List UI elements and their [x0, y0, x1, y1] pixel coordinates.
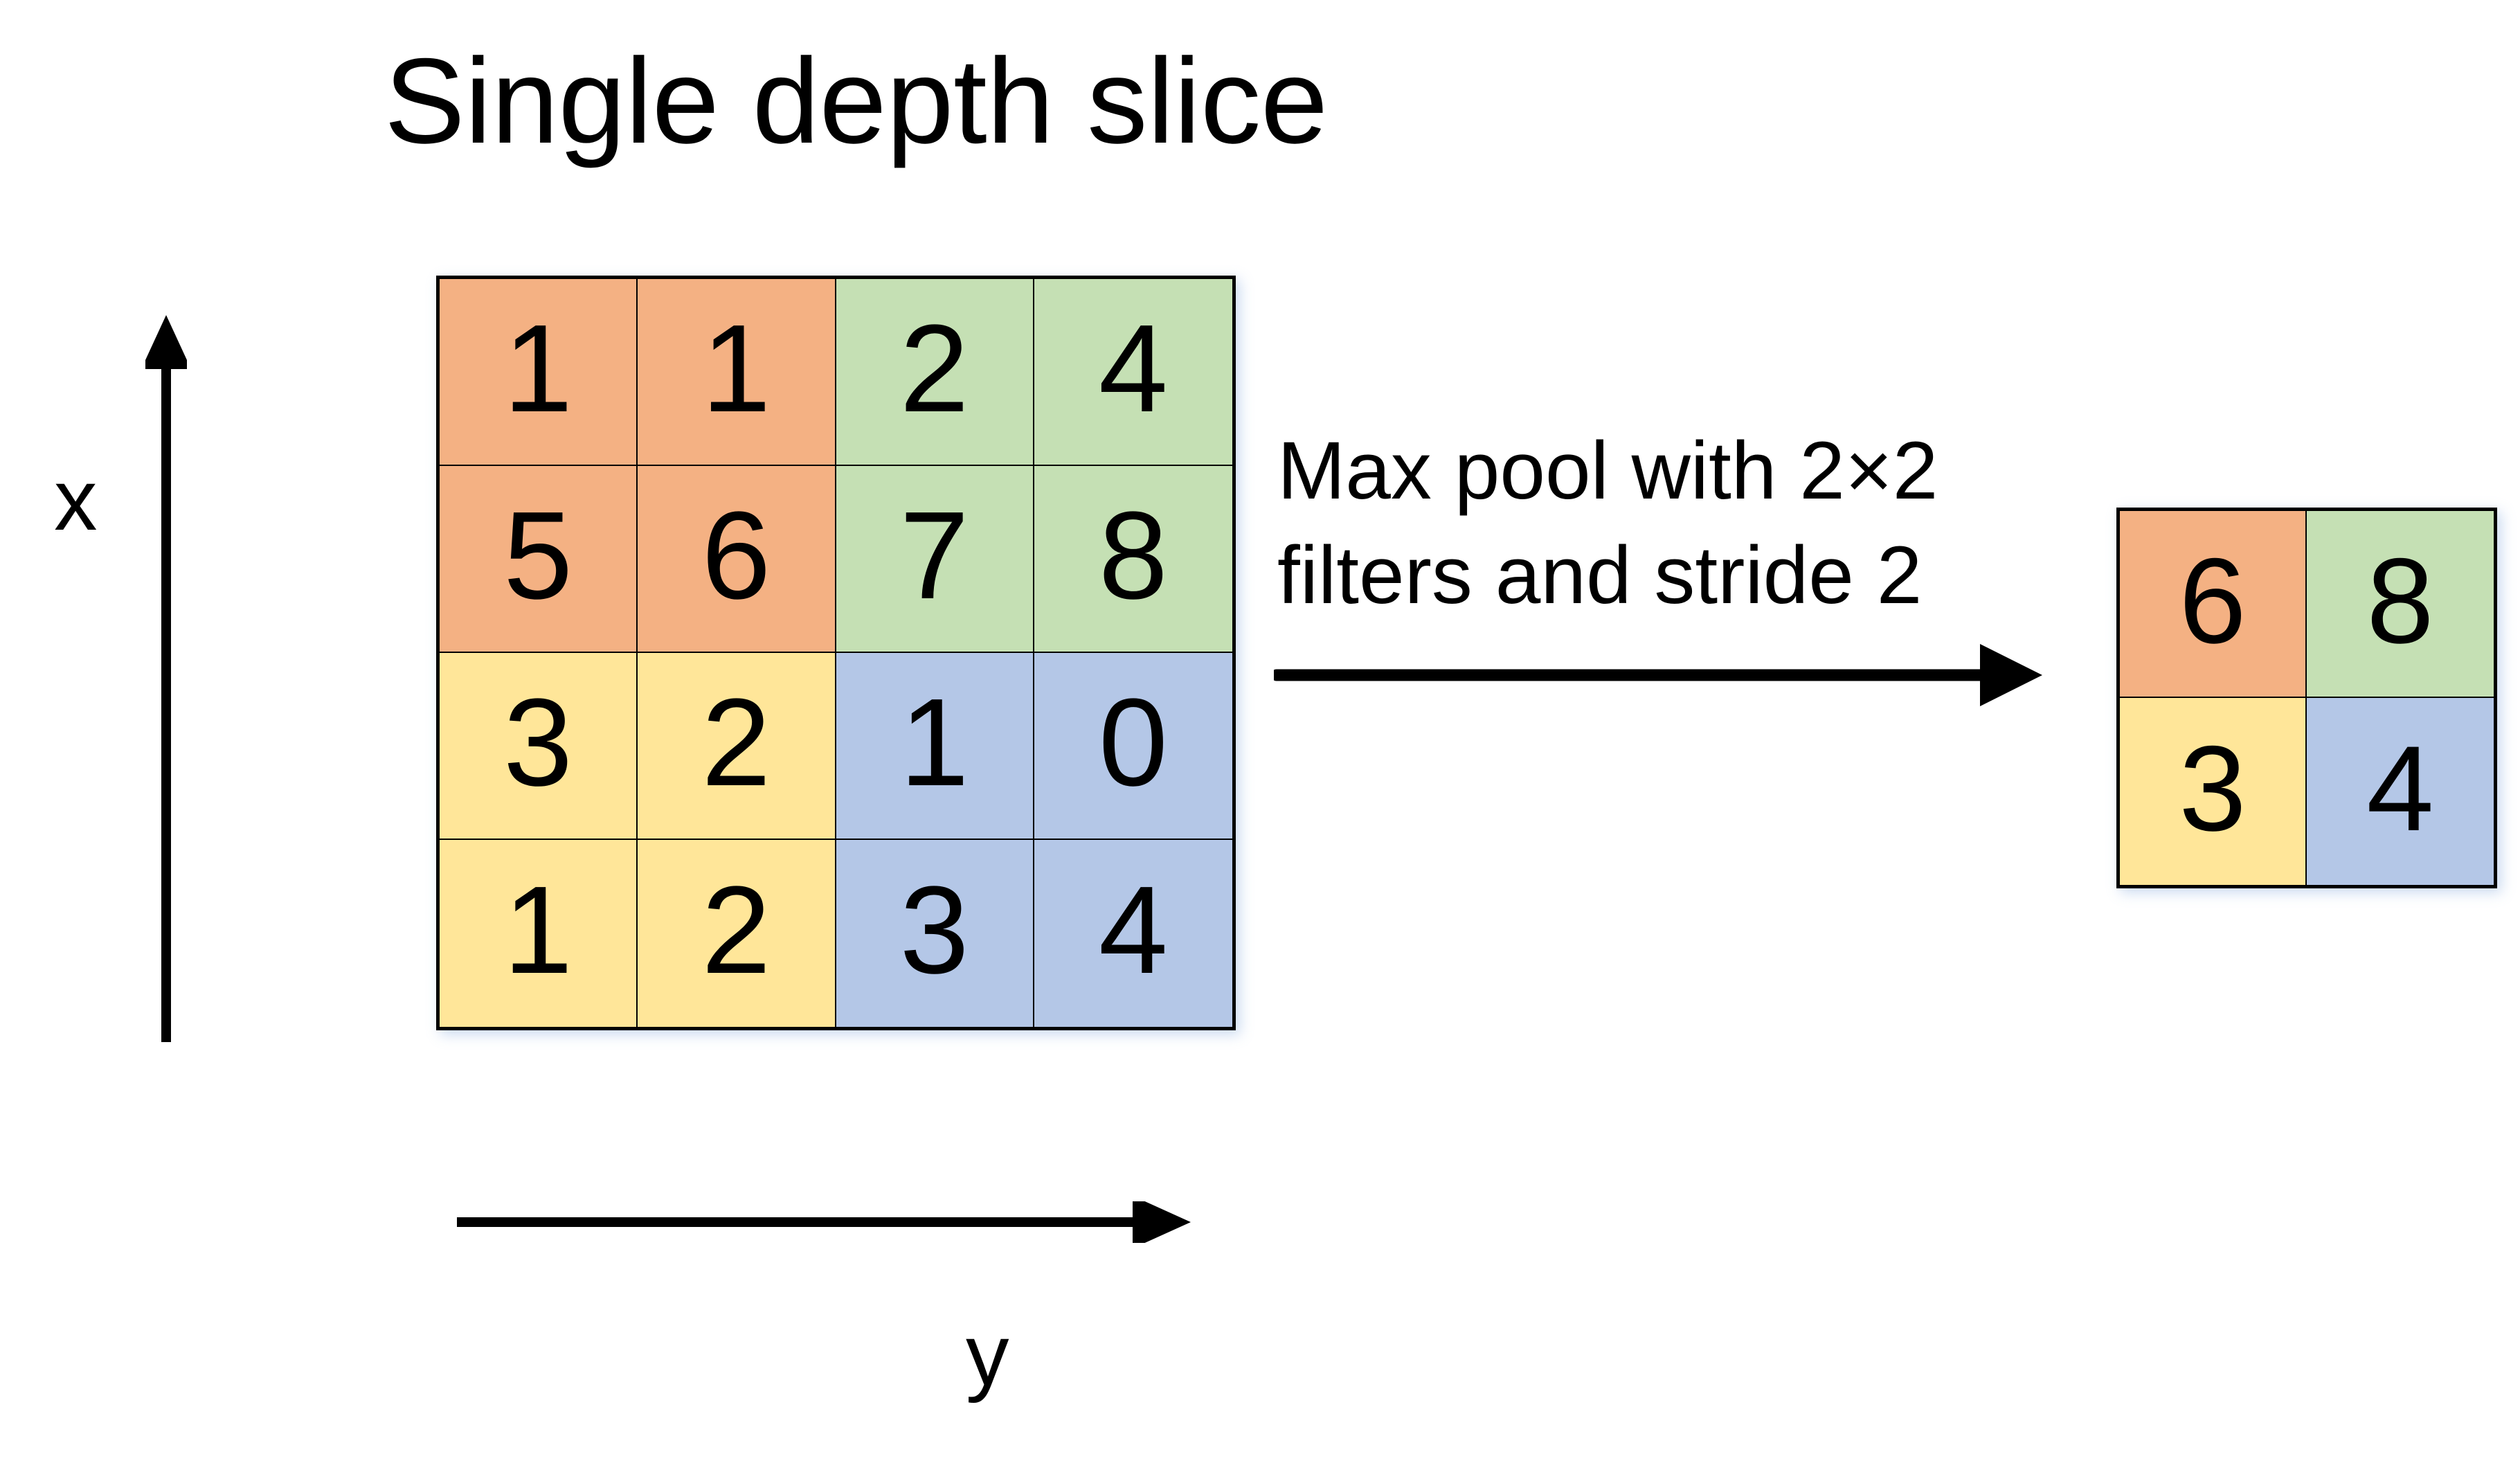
input-cell-r1c3: 8: [1034, 466, 1232, 653]
input-cell-r3c0: 1: [440, 840, 638, 1027]
input-cell-r1c2: 7: [836, 466, 1034, 653]
y-axis-label: y: [966, 1307, 1009, 1404]
input-cell-r3c2: 3: [836, 840, 1034, 1027]
input-cell-r1c0: 5: [440, 466, 638, 653]
input-cell-r0c0: 1: [440, 279, 638, 466]
output-cell-r0c1: 8: [2307, 511, 2494, 698]
input-cell-r3c3: 4: [1034, 840, 1232, 1027]
input-cell-r1c1: 6: [638, 466, 836, 653]
input-cell-r0c2: 2: [836, 279, 1034, 466]
pooled-feature-map-grid: 6 8 3 4: [2116, 508, 2497, 888]
input-cell-r2c1: 2: [638, 653, 836, 840]
input-cell-r2c2: 1: [836, 653, 1034, 840]
x-axis-arrow-icon: [141, 315, 191, 1042]
x-axis-label: x: [54, 452, 98, 548]
y-axis-arrow-icon: [457, 1196, 1191, 1248]
input-feature-map-grid: 1 1 2 4 5 6 7 8 3 2 1 0 1 2 3 4: [436, 276, 1236, 1030]
transform-right-arrow-icon: [1270, 644, 2042, 706]
output-cell-r0c0: 6: [2120, 511, 2307, 698]
input-cell-r0c1: 1: [638, 279, 836, 466]
input-cell-r2c0: 3: [440, 653, 638, 840]
output-cell-r1c1: 4: [2307, 698, 2494, 885]
output-cell-r1c0: 3: [2120, 698, 2307, 885]
page-title: Single depth slice: [384, 34, 1328, 169]
input-cell-r0c3: 4: [1034, 279, 1232, 466]
input-cell-r2c3: 0: [1034, 653, 1232, 840]
transform-caption: Max pool with 2×2 filters and stride 2: [1277, 425, 1938, 622]
input-cell-r3c1: 2: [638, 840, 836, 1027]
